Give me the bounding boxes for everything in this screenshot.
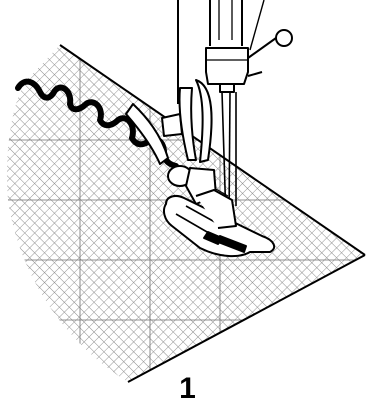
needle-bar: [206, 0, 248, 92]
thread-guide: [248, 0, 292, 76]
presser-foot-shank: [168, 0, 216, 204]
step-number: 1: [0, 374, 375, 404]
